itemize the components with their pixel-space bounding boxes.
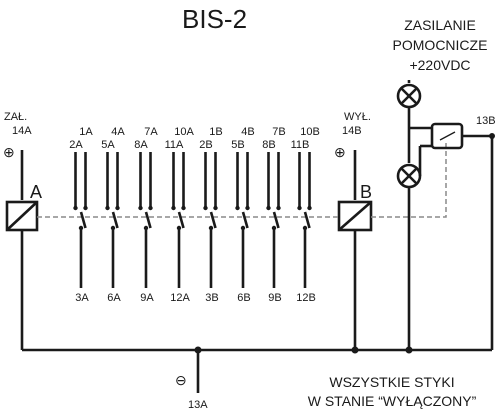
contact-point-left — [105, 205, 110, 211]
off-terminal-label: 14B — [342, 125, 362, 137]
contact-top-lower-label: 11A — [165, 139, 184, 151]
plus-icon-left: ⊕ — [3, 144, 15, 160]
contact-point-left — [138, 205, 143, 211]
contact-top-lower-label: 5B — [231, 139, 244, 151]
coil-b-label: B — [360, 182, 372, 202]
contact-blade — [209, 211, 217, 229]
contact-top-upper-label: 10A — [174, 126, 194, 138]
contact-pivot — [110, 225, 116, 231]
contact-blade — [177, 211, 185, 229]
contact-blade — [111, 211, 119, 229]
contact-top-upper-label: 7B — [272, 126, 285, 138]
contact-point-right — [83, 205, 88, 211]
mechanical-link-right — [371, 140, 447, 218]
contact-bottom-label: 9B — [268, 292, 281, 304]
on-label: ZAŁ. — [4, 111, 27, 123]
contact-pivot — [143, 225, 149, 231]
contact-blade — [303, 211, 311, 229]
contact-top-lower-label: 2A — [69, 139, 83, 151]
contact-point-right — [307, 205, 312, 211]
coil-a-slash — [6, 201, 38, 231]
contact-bottom-label: 12A — [170, 292, 190, 304]
contact-bottom-label: 3B — [205, 292, 218, 304]
contact-point-right — [148, 205, 153, 211]
lamp-bottom-icon — [396, 163, 422, 189]
contact-top-upper-label: 1A — [79, 126, 93, 138]
contact-top-upper-label: 10B — [300, 126, 320, 138]
plus-icon-right: ⊕ — [334, 144, 346, 160]
terminal-13b-dot — [489, 133, 495, 139]
contact-top-upper-label: 4A — [111, 126, 125, 138]
contact-point-left — [235, 205, 240, 211]
power-label-line1: ZASILANIE — [404, 17, 476, 33]
contact-point-left — [266, 205, 271, 211]
junction-coil-b — [351, 346, 359, 354]
contact-top-upper-label: 1B — [209, 126, 222, 138]
contact-pivot — [208, 225, 214, 231]
contact-bottom-label: 6A — [107, 292, 121, 304]
contact-pivot — [240, 225, 246, 231]
power-label-line2: POMOCNICZE — [393, 37, 488, 53]
contact-bottom-label: 12B — [296, 292, 316, 304]
coil-b-slash — [338, 201, 372, 231]
terminal-13b-label: 13B — [476, 115, 496, 127]
contact-top-lower-label: 8A — [134, 139, 148, 151]
contact-point-right — [276, 205, 281, 211]
contact-point-left — [297, 205, 302, 211]
minus-icon: ⊖ — [175, 372, 187, 388]
note-line1: WSZYSTKIE STYKI — [329, 374, 454, 390]
off-label: WYŁ. — [344, 111, 371, 123]
on-terminal-label: 14A — [12, 125, 32, 137]
contact-point-right — [213, 205, 218, 211]
contact-blade — [272, 211, 280, 229]
contact-top-lower-label: 11B — [291, 139, 310, 151]
contact-bottom-label: 3A — [75, 292, 89, 304]
switch-blade — [439, 131, 456, 141]
contact-blade — [79, 211, 87, 229]
contact-top-lower-label: 5A — [101, 139, 115, 151]
contact-point-left — [73, 205, 78, 211]
contact-pivot — [176, 225, 182, 231]
junction-lamp — [405, 346, 413, 354]
contact-bottom-label: 6B — [237, 292, 250, 304]
contact-point-right — [245, 205, 250, 211]
junction-13a — [194, 346, 202, 354]
contact-blade — [144, 211, 152, 229]
diagram-title: BIS-2 — [182, 4, 247, 34]
contact-top-lower-label: 2B — [199, 139, 212, 151]
contact-top-upper-label: 4B — [241, 126, 254, 138]
contact-point-left — [203, 205, 208, 211]
contact-point-right — [181, 205, 186, 211]
contact-top-upper-label: 7A — [144, 126, 158, 138]
contact-point-left — [171, 205, 176, 211]
contact-bottom-label: 9A — [140, 292, 154, 304]
contact-pivot — [78, 225, 84, 231]
power-label-line3: +220VDC — [409, 57, 470, 73]
contact-pivot — [302, 225, 308, 231]
lamp-top-icon — [396, 83, 422, 109]
contact-blade — [241, 211, 249, 229]
contact-pivot — [271, 225, 277, 231]
note-line2: W STANIE “WYŁĄCZONY” — [308, 393, 477, 409]
contact-point-right — [115, 205, 120, 211]
contact-top-lower-label: 8B — [262, 139, 275, 151]
coil-a-label: A — [30, 182, 42, 202]
terminal-13a-label: 13A — [188, 399, 208, 411]
